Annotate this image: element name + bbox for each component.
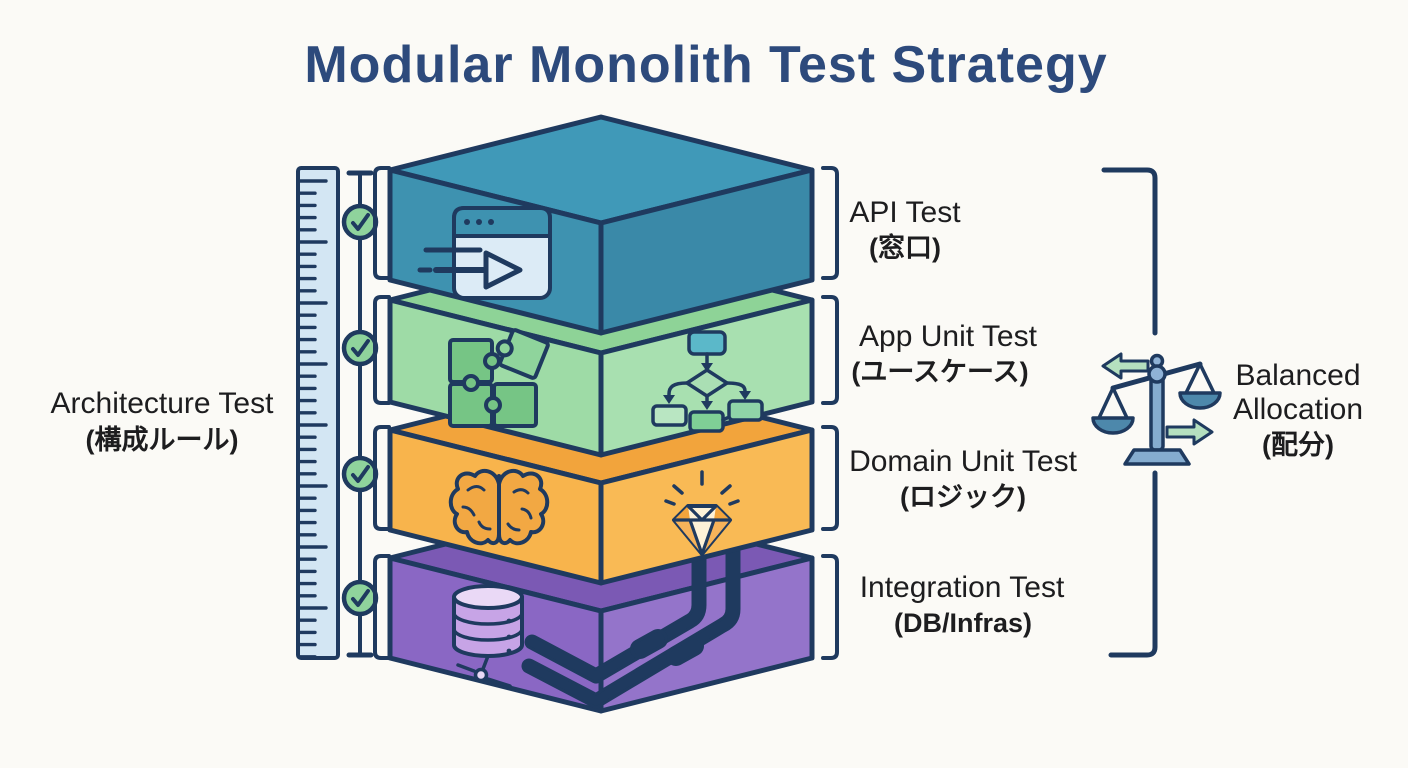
browser-arrow-icon	[417, 206, 552, 300]
right-bracket	[1101, 167, 1158, 658]
balance-scale-icon	[1091, 352, 1222, 466]
left-annotation-sublabel: (構成ルール)	[86, 425, 239, 455]
brain-icon	[448, 468, 550, 546]
layer-label-app-unit: App Unit Test (ユースケース)	[851, 320, 1037, 387]
pipes-icon	[521, 537, 741, 709]
database-icon	[452, 584, 524, 688]
gem-icon	[664, 470, 740, 556]
flowchart-icon	[651, 330, 764, 433]
ruler-ticks	[298, 179, 328, 659]
arrow-left-icon	[1101, 352, 1150, 380]
checkmark-icon	[341, 455, 379, 493]
layer-label: App Unit Test	[859, 320, 1038, 353]
layer-label-api: API Test (窓口)	[849, 196, 961, 263]
layer-sublabel: (DB/Infras)	[894, 608, 1032, 638]
checkmark-icon	[341, 203, 379, 241]
checkmark-icon	[341, 329, 379, 367]
page-title: Modular Monolith Test Strategy	[304, 36, 1107, 94]
layer-label-domain: Domain Unit Test (ロジック)	[849, 445, 1078, 512]
ruler-icon	[296, 166, 340, 660]
layer-api	[387, 114, 815, 336]
left-annotation-label: Architecture Test	[51, 387, 275, 420]
puzzle-icon	[448, 328, 550, 428]
right-annotation-line1: Balanced	[1235, 359, 1360, 392]
layer-label: API Test	[849, 196, 961, 229]
layer-sublabel: (窓口)	[869, 232, 941, 263]
check-rail	[341, 170, 379, 658]
right-annotation: Balanced Allocation (配分)	[1233, 359, 1363, 460]
layer-sublabel: (ユースケース)	[851, 357, 1028, 387]
layer-label-integration: Integration Test (DB/Infras)	[860, 571, 1065, 638]
layer-sublabel: (ロジック)	[900, 482, 1026, 512]
layer-label: Integration Test	[860, 571, 1065, 604]
arrow-right-icon	[1165, 418, 1214, 446]
left-annotation: Architecture Test (構成ルール)	[51, 387, 275, 455]
layer-brackets	[373, 166, 839, 660]
right-annotation-sublabel: (配分)	[1262, 430, 1334, 460]
checkmark-icon	[341, 579, 379, 617]
layer-label: Domain Unit Test	[849, 445, 1078, 478]
right-annotation-line2: Allocation	[1233, 393, 1363, 426]
